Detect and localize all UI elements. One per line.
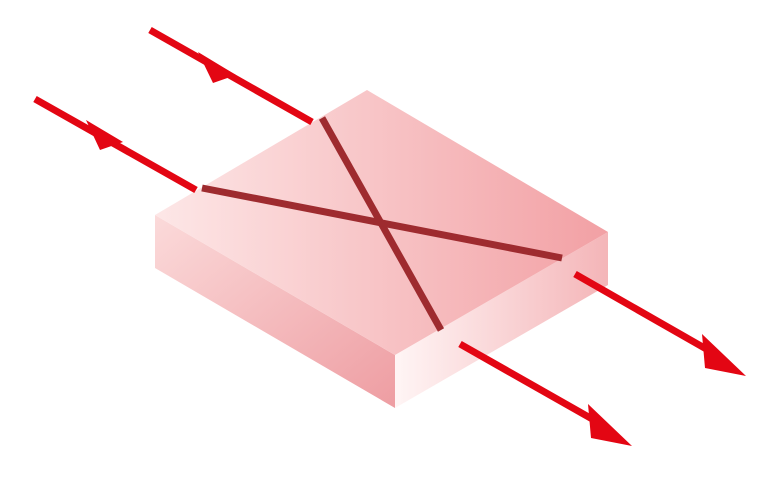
- outgoing-beam-bottom: [458, 340, 632, 446]
- arrow-head-icon: [588, 404, 632, 446]
- incoming-beam-lower: [33, 95, 198, 194]
- internal-beam-paths: [201, 116, 563, 332]
- slab-left-face: [155, 215, 395, 408]
- arrow-head-icon: [702, 334, 746, 376]
- internal-path-2: [201, 184, 563, 262]
- outgoing-beams: [458, 270, 746, 446]
- slab-right-face: [395, 232, 608, 408]
- arrow-head-icon: [198, 52, 236, 83]
- arrow-head-icon: [86, 120, 123, 150]
- outgoing-beam-right: [573, 270, 746, 376]
- glass-slab: [155, 90, 608, 408]
- incoming-beams: [33, 26, 314, 194]
- incoming-beam-upper: [148, 26, 314, 126]
